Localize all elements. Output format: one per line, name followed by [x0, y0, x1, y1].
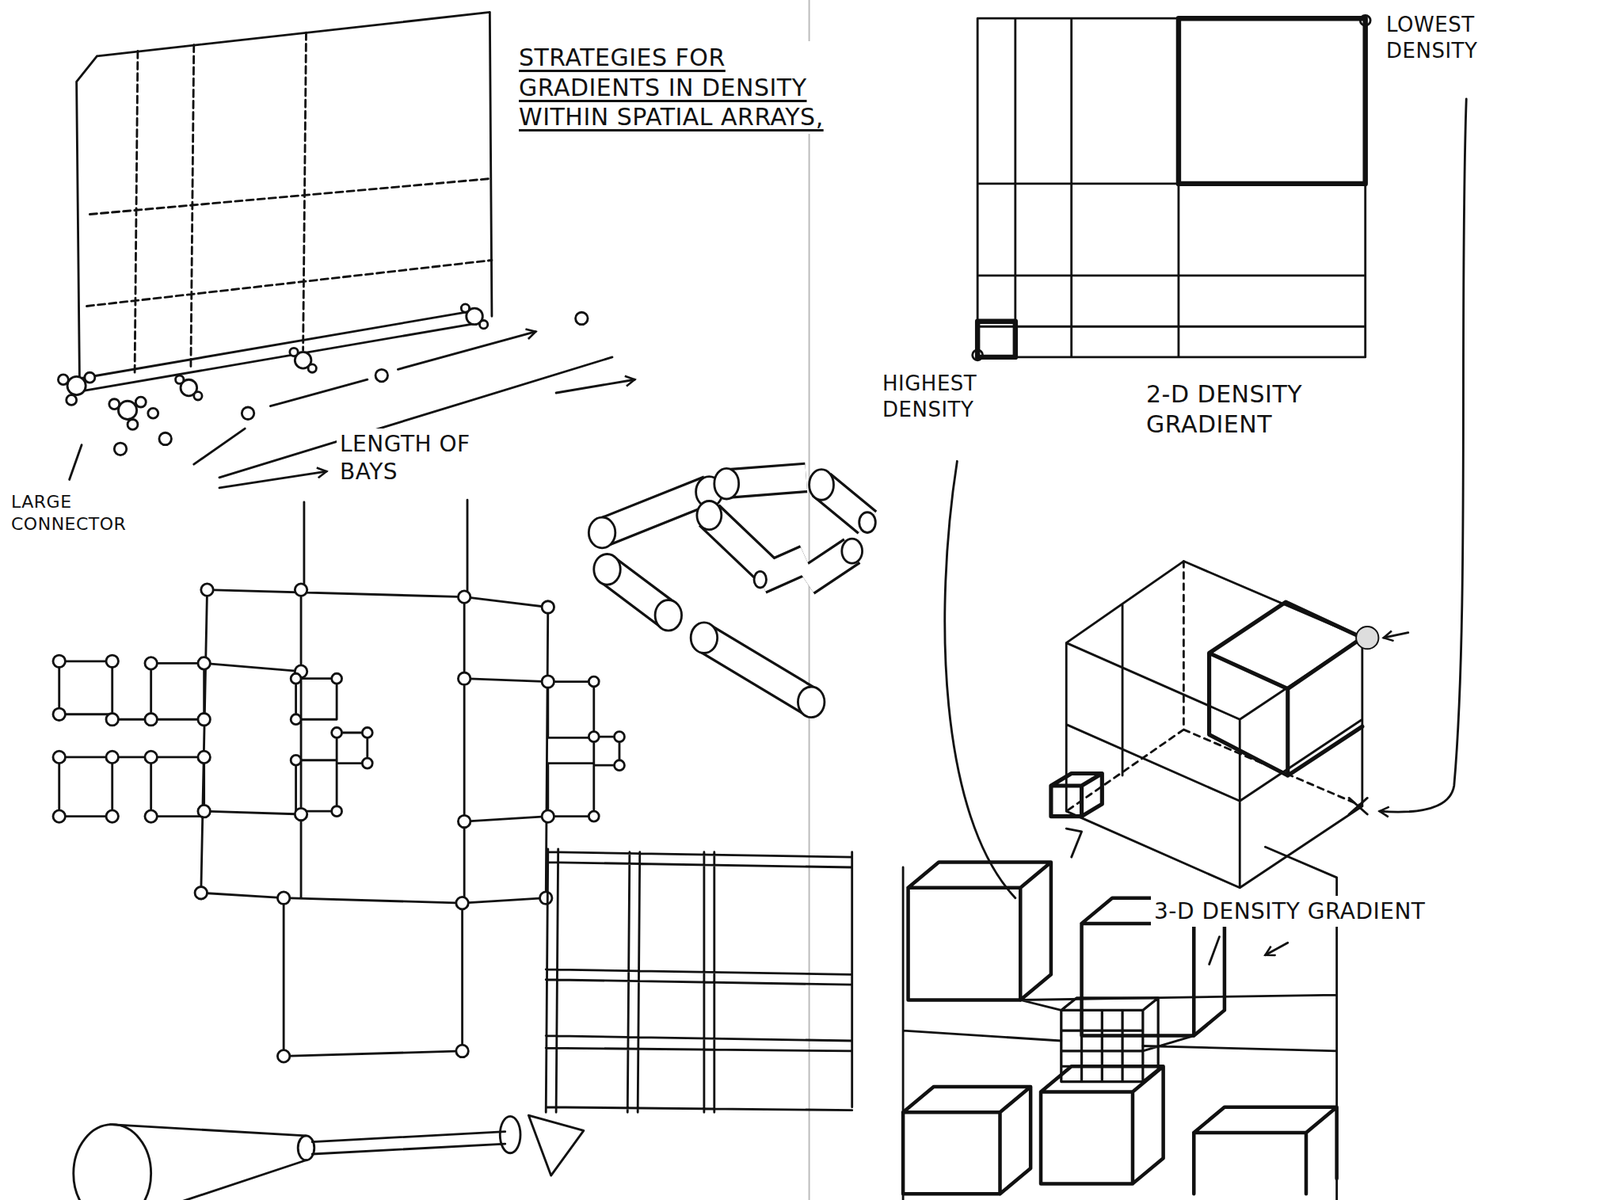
sketch-label: 2-D DENSITY GRADIENT	[1142, 377, 1410, 441]
connector-nodes	[57, 304, 488, 430]
elevation-grid	[545, 849, 852, 1113]
plan-cells	[59, 661, 205, 817]
plan-grid	[53, 583, 625, 1063]
sketch-label: 3-D DENSITY GRADIENT	[1150, 895, 1551, 927]
sketch-label: HIGHEST DENSITY	[879, 369, 1044, 424]
bay-arrow	[219, 471, 327, 488]
book-fold	[808, 0, 811, 1200]
wall-outline	[76, 11, 492, 383]
connector-rod	[73, 310, 482, 393]
tube-frame	[588, 468, 876, 717]
wall-grid	[87, 32, 492, 376]
plan-cells	[548, 681, 620, 817]
leader-line	[944, 460, 1016, 898]
plan-nodes	[53, 583, 625, 1063]
page-title: STRATEGIES FOR GRADIENTS IN DENSITY WITH…	[515, 41, 874, 134]
leader-line	[69, 445, 82, 480]
tapered-connector	[73, 1115, 584, 1200]
density-box-3d	[1051, 561, 1380, 888]
plan-lines	[201, 590, 549, 1057]
leader-line	[304, 499, 468, 597]
leader-arrow	[1383, 632, 1409, 638]
plan-cells	[296, 678, 368, 812]
sketch-label: LOWEST DENSITY	[1382, 10, 1543, 65]
density-grid-2d	[972, 15, 1371, 360]
leader-line	[1379, 99, 1467, 812]
sketch-label: LENGTH OF BAYS	[336, 428, 517, 488]
sketch-label: LARGE CONNECTOR	[7, 489, 147, 537]
